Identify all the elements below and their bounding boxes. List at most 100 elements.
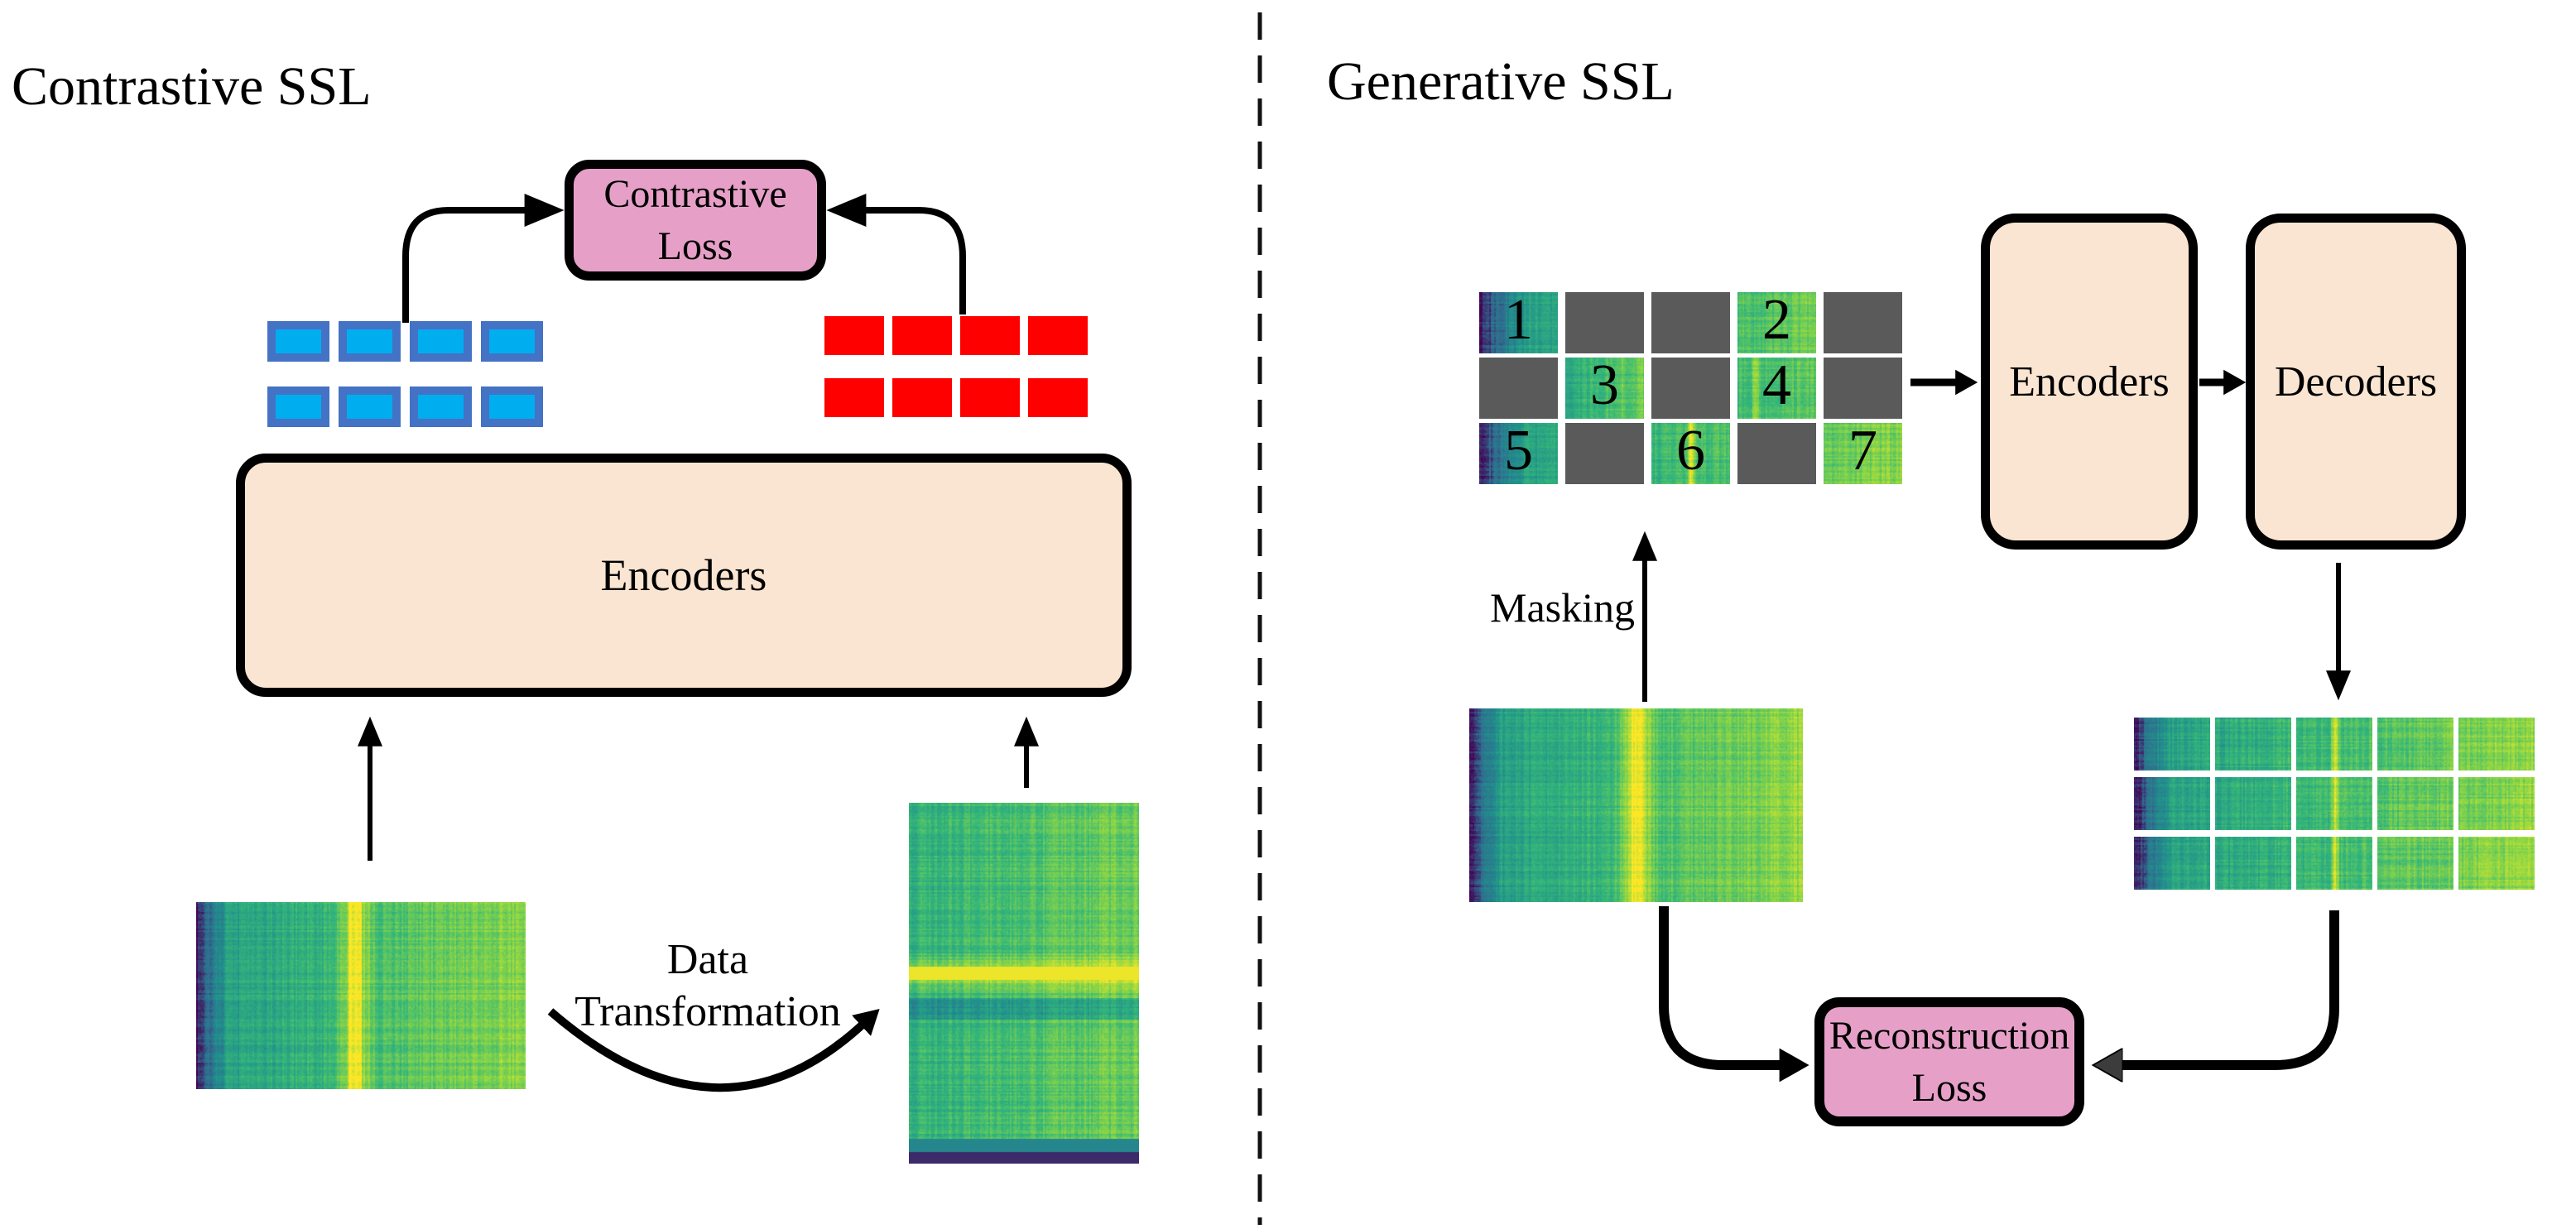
generative-decoders-label: Decoders <box>2274 358 2438 406</box>
visible-patch-cell-4: 4 <box>1737 353 1816 419</box>
red-token <box>824 316 884 355</box>
visible-patch-cell-6: 6 <box>1651 419 1730 484</box>
red-token <box>824 378 884 417</box>
data-transformation-label-line2: Transformation <box>574 988 841 1036</box>
reconstructed-patch-image <box>2215 777 2291 830</box>
generative-panel-title: Generative SSL <box>1327 51 1675 112</box>
contrastive-loss-box: Contrastive Loss <box>565 160 826 281</box>
generative-decoders-box: Decoders <box>2246 214 2466 550</box>
reconstructed-patch-image <box>2458 718 2535 771</box>
blue-token <box>267 321 329 362</box>
blue-token <box>410 321 472 362</box>
patch-spectrogram-image <box>1651 423 1730 484</box>
visible-patch-cell-3: 3 <box>1565 353 1644 419</box>
masked-cell <box>1824 292 1902 353</box>
reconstructed-patch-cell <box>2134 718 2210 771</box>
reconstructed-patch-cell <box>2377 718 2453 771</box>
blue-embedding-tokens <box>267 321 543 427</box>
red-token-row <box>824 378 1088 417</box>
patch-number: 7 <box>1848 419 1877 483</box>
reconstructed-patch-image <box>2377 718 2453 771</box>
reconstructed-patch-cell <box>2377 777 2453 830</box>
reconstructed-patch-cell <box>2458 718 2535 771</box>
arrow-recon-grid-to-recon-loss <box>2121 910 2339 1065</box>
patch-number: 6 <box>1676 419 1705 483</box>
reconstructed-patch-image <box>2134 837 2210 890</box>
reconstruction-loss-label-line1: Reconstruction <box>1829 1013 2070 1058</box>
masked-cell <box>1565 292 1644 353</box>
reconstructed-patch-cell <box>2458 777 2535 830</box>
patch-number: 1 <box>1504 288 1533 353</box>
patch-spectrogram-image <box>1479 423 1558 484</box>
masked-cell <box>1737 423 1816 484</box>
masked-cell <box>1651 358 1730 419</box>
reconstructed-patch-image <box>2296 777 2372 830</box>
patch-spectrogram-image <box>1737 358 1816 419</box>
arrow-blue-tokens-to-contrastive-loss <box>402 194 565 323</box>
visible-patch-cell-2: 2 <box>1737 288 1816 353</box>
reconstructed-patch-image <box>2458 837 2535 890</box>
red-token <box>960 378 1020 417</box>
generative-encoders-label: Encoders <box>2009 358 2170 406</box>
reconstruction-loss-label-line2: Loss <box>1911 1066 1987 1110</box>
contrastive-encoders-label: Encoders <box>600 550 767 600</box>
blue-token <box>267 386 329 427</box>
masked-cell <box>1651 292 1730 353</box>
blue-token <box>339 321 401 362</box>
reconstructed-patch-image <box>2458 777 2535 830</box>
contrastive-loss-label-line2: Loss <box>657 224 733 268</box>
red-token <box>1028 378 1088 417</box>
blue-token-row <box>267 321 543 362</box>
reconstructed-patch-image <box>2377 837 2453 890</box>
reconstructed-patch-image <box>2296 837 2372 890</box>
original-spectrogram-image <box>196 902 526 1089</box>
blue-token-row <box>267 386 543 427</box>
data-transformation-label: Data Transformation <box>530 934 886 1039</box>
visible-patch-cell-1: 1 <box>1479 288 1558 353</box>
red-token <box>1028 316 1088 355</box>
arrow-red-tokens-to-contrastive-loss <box>826 194 966 314</box>
contrastive-encoders-box: Encoders <box>236 454 1132 697</box>
masked-cell <box>1824 358 1902 419</box>
data-transformation-label-line1: Data <box>666 936 749 983</box>
masking-label: Masking <box>1490 584 1635 631</box>
reconstructed-patch-cell <box>2296 837 2372 890</box>
reconstructed-patch-cell <box>2134 777 2210 830</box>
reconstructed-patch-cell <box>2215 837 2291 890</box>
generative-encoders-box: Encoders <box>1981 214 2198 550</box>
reconstructed-patch-cell <box>2134 837 2210 890</box>
reconstructed-patch-cell <box>2215 777 2291 830</box>
red-token <box>960 316 1020 355</box>
reconstructed-patch-cell <box>2458 837 2535 890</box>
patch-number: 2 <box>1762 288 1791 353</box>
reconstructed-patch-grid <box>2134 718 2535 890</box>
visible-patch-cell-5: 5 <box>1479 419 1558 484</box>
reconstructed-patch-cell <box>2215 718 2291 771</box>
visible-patch-cell-7: 7 <box>1824 419 1902 484</box>
reconstructed-patch-image <box>2296 718 2372 771</box>
reconstruction-loss-box: Reconstruction Loss <box>1814 997 2084 1126</box>
masked-patch-grid: 1 2 3 4 5 6 7 <box>1479 288 1902 484</box>
patch-number: 5 <box>1504 419 1533 483</box>
reconstructed-patch-image <box>2215 837 2291 890</box>
patch-number: 4 <box>1762 353 1791 418</box>
red-embedding-tokens <box>824 316 1088 417</box>
masked-cell <box>1479 358 1558 419</box>
contrastive-panel-title: Contrastive SSL <box>12 56 372 117</box>
generative-input-spectrogram-image <box>1469 708 1803 902</box>
red-token <box>892 316 952 355</box>
contrastive-loss-label-line1: Contrastive <box>603 171 787 216</box>
blue-token <box>481 386 543 427</box>
masked-cell <box>1565 423 1644 484</box>
red-token-row <box>824 316 1088 355</box>
blue-token <box>481 321 543 362</box>
blue-token <box>339 386 401 427</box>
reconstructed-patch-cell <box>2296 777 2372 830</box>
reconstructed-patch-image <box>2134 718 2210 771</box>
patch-spectrogram-image <box>1737 292 1816 353</box>
augmented-spectrogram-image <box>909 803 1139 1164</box>
reconstructed-patch-cell <box>2296 718 2372 771</box>
patch-spectrogram-image <box>1479 292 1558 353</box>
patch-number: 3 <box>1590 353 1619 418</box>
